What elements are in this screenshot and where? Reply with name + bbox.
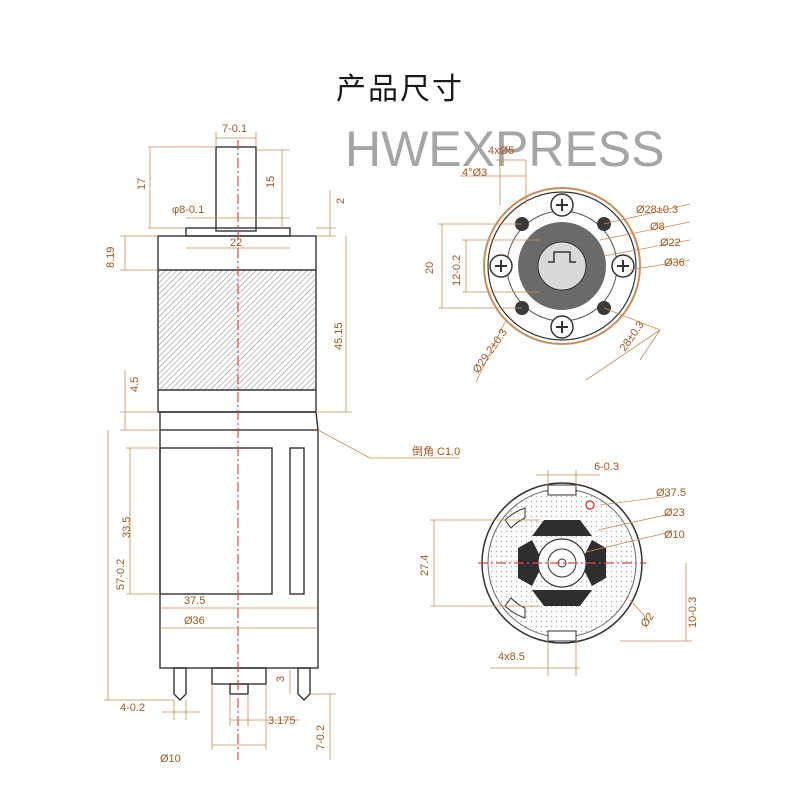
dim-motor-length: 57-0.2 bbox=[115, 559, 127, 590]
dim-shaft-diameter: φ8-0.1 bbox=[172, 204, 204, 216]
dim-rear-outer: Ø37.5 bbox=[656, 487, 686, 499]
dim-collar-width: 22 bbox=[230, 237, 242, 249]
dim-shaft-width: 7-0.1 bbox=[222, 123, 247, 135]
side-view: 7-0.1 17 15 φ8-0.1 2 8.19 22 45.15 4.5 5… bbox=[104, 123, 460, 765]
dim-front-outer: Ø36 bbox=[664, 257, 685, 269]
dim-chamfer: 倒角 C1.0 bbox=[412, 445, 460, 458]
dim-shaft-length: 17 bbox=[136, 178, 148, 190]
motor-shaft-stub bbox=[229, 683, 249, 695]
screw-top bbox=[550, 193, 574, 217]
dim-gearbox-length: 45.15 bbox=[333, 322, 345, 350]
terminal-right bbox=[297, 667, 311, 701]
gearbox-knurl bbox=[159, 270, 315, 390]
dim-diagonal-hole: Ø29.2±0.3 bbox=[471, 327, 510, 376]
dim-shaft-stub: 3 bbox=[275, 676, 287, 682]
watermark-text: HWEXPRESS bbox=[345, 121, 665, 177]
dim-gap: 4.5 bbox=[129, 377, 141, 392]
rear-view: 6-0.3 Ø37.5 Ø23 Ø10 27.4 Ø2 10-0.3 4x8.5 bbox=[419, 461, 699, 676]
dim-terminal-length: 7-0.2 bbox=[315, 725, 327, 750]
dim-hole-count-5: 4xØ5 bbox=[488, 145, 514, 157]
front-view: 4xØ5 4°Ø3 Ø28±0.3 Ø8 Ø22 Ø36 20 12-0.2 Ø… bbox=[424, 145, 691, 383]
screw-right bbox=[611, 254, 635, 278]
motor-end-cap bbox=[211, 667, 267, 685]
dim-shaft-flat: 15 bbox=[265, 176, 277, 188]
dim-terminal-size: 4x8.5 bbox=[498, 651, 525, 663]
dim-can-flat: 33.5 bbox=[121, 517, 133, 538]
polarity-mark bbox=[585, 500, 595, 510]
motor-can bbox=[159, 429, 319, 669]
dim-rear-boss: Ø23 bbox=[664, 507, 685, 519]
dim-boss-height: 12-0.2 bbox=[451, 255, 463, 286]
brush-bottom bbox=[532, 590, 592, 606]
dim-motor-width: 37.5 bbox=[184, 595, 205, 607]
can-flat-right bbox=[289, 447, 305, 595]
brush-top bbox=[532, 520, 592, 536]
dim-hole-spacing-v: 20 bbox=[424, 262, 436, 274]
dim-terminal-offset: 10-0.3 bbox=[687, 597, 699, 628]
output-shaft bbox=[215, 146, 257, 232]
dim-motor-diameter: Ø36 bbox=[184, 615, 205, 627]
dim-shaft-bore: Ø8 bbox=[650, 221, 665, 233]
dim-end-cap: Ø10 bbox=[160, 753, 181, 765]
dim-pin-diameter: Ø2 bbox=[639, 611, 657, 630]
dim-terminal-spacing: 6-0.3 bbox=[594, 461, 619, 473]
dim-gear-top: 8.19 bbox=[105, 247, 117, 268]
can-flat-left bbox=[159, 447, 273, 595]
dim-terminal-width: 4-0.2 bbox=[120, 702, 145, 714]
dim-rear-bearing: Ø10 bbox=[664, 529, 685, 541]
front-shaft-end bbox=[537, 241, 587, 291]
dim-shaft-stub-diameter: 3.175 bbox=[268, 715, 296, 727]
dim-boss-diameter: Ø22 bbox=[660, 237, 681, 249]
dim-bolt-circle: Ø28±0.3 bbox=[636, 204, 678, 216]
dim-collar: 2 bbox=[335, 198, 347, 204]
dim-brush-height: 27.4 bbox=[419, 555, 431, 576]
page-title: 产品尺寸 bbox=[336, 72, 464, 107]
terminal-left bbox=[173, 667, 187, 701]
dim-hole-count-3: 4°Ø3 bbox=[462, 167, 487, 179]
screw-bottom bbox=[550, 315, 574, 339]
screw-left bbox=[489, 254, 513, 278]
